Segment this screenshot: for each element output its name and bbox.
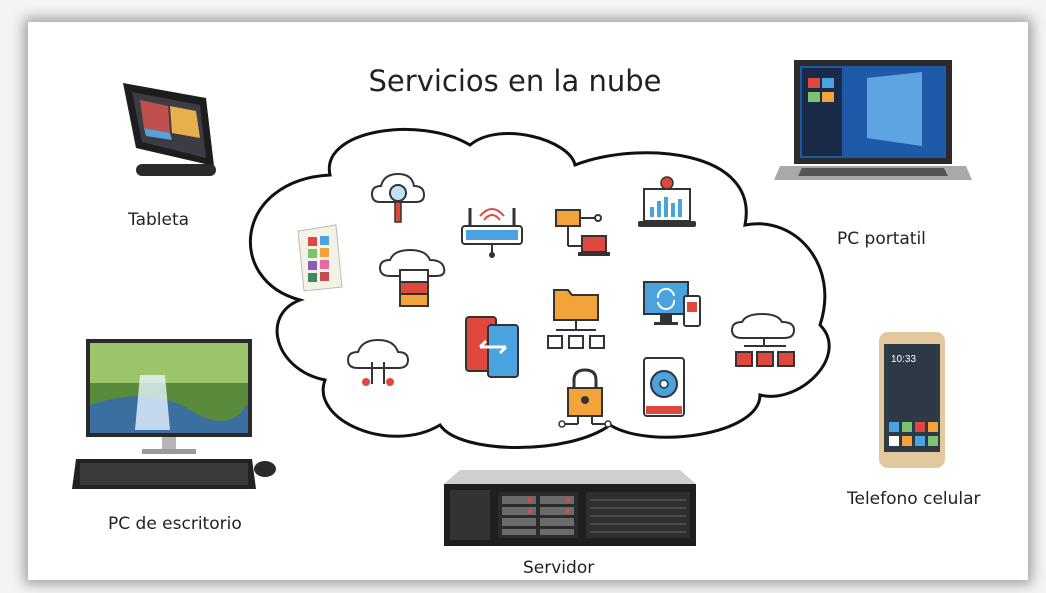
cloud-server-icon [378,248,446,307]
analytics-laptop-icon [638,176,696,227]
cloud-network-icon [730,312,796,367]
laptop-label: PC portatil [837,229,926,249]
monitor-sync-icon [643,281,701,327]
server-label: Servidor [523,558,595,578]
desktop-pc-image [72,339,276,489]
tablet-image [123,83,216,176]
hard-drive-icon [643,357,685,417]
media-gallery-icon [297,224,343,292]
svg-text:10:33: 10:33 [891,354,916,365]
laptop-image [774,60,972,180]
folder-hierarchy-icon [547,289,605,349]
security-lock-icon [558,368,612,428]
cloud-search-icon [370,172,426,223]
desktop-label: PC de escritorio [108,514,242,534]
phone-label: Telefono celular [847,489,981,509]
network-computers-icon [555,209,610,256]
phone-image: 10:33 [879,332,945,468]
router-icon [461,208,523,258]
diagram-title: Servicios en la nube [368,64,662,98]
cloud-download-icon [346,338,410,386]
device-sync-icon [465,316,519,378]
server-image [444,470,696,546]
tablet-label: Tableta [128,210,190,230]
